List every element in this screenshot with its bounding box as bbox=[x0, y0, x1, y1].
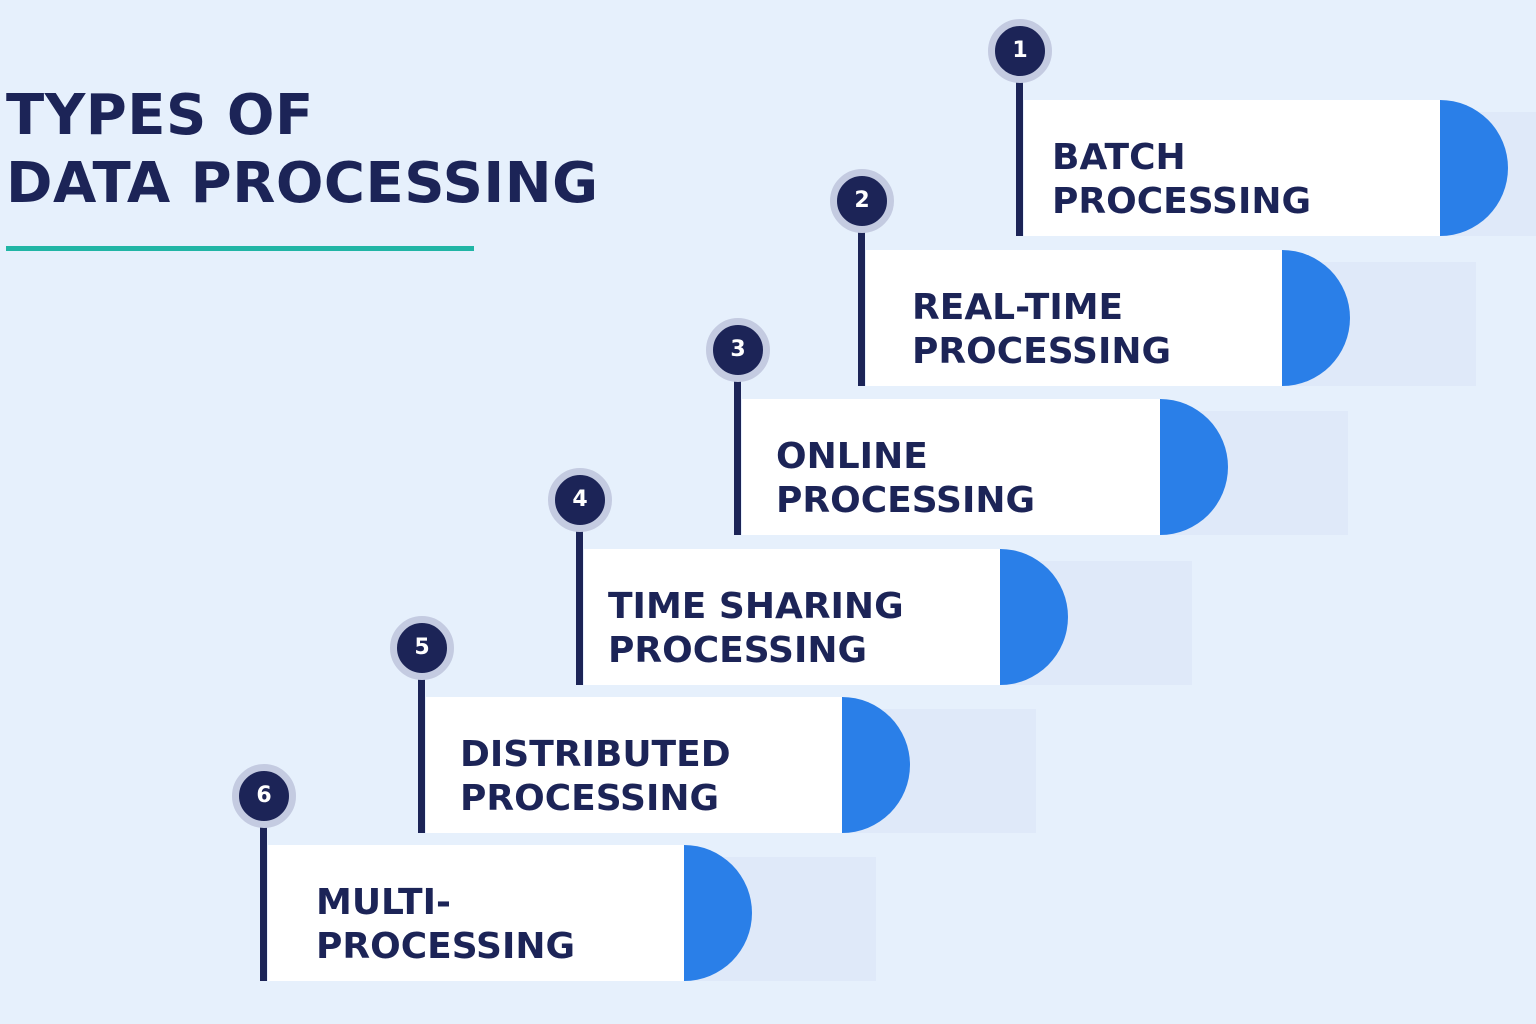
step-label: MULTI- PROCESSING bbox=[316, 881, 575, 969]
step-connector-line bbox=[260, 805, 267, 981]
step-number-badge: 5 bbox=[390, 616, 454, 680]
step-label-line-1: DISTRIBUTED bbox=[460, 734, 731, 775]
step-label: REAL-TIME PROCESSING bbox=[912, 286, 1171, 374]
step-label-line-2: PROCESSING bbox=[316, 926, 576, 967]
step-label-line-2: PROCESSING bbox=[1052, 181, 1312, 222]
step-connector-line bbox=[576, 509, 583, 685]
page-title-line-1: TYPES OF bbox=[6, 83, 314, 148]
step-number-badge: 2 bbox=[830, 169, 894, 233]
step-card bbox=[268, 845, 684, 981]
step-card bbox=[426, 697, 842, 833]
step-connector-line bbox=[734, 359, 741, 535]
step-label-line-2: PROCESSING bbox=[460, 778, 720, 819]
step-number-badge: 3 bbox=[706, 318, 770, 382]
step-label-line-1: TIME SHARING bbox=[608, 586, 904, 627]
step-label-line-2: PROCESSING bbox=[608, 630, 868, 671]
step-label-line-1: REAL-TIME bbox=[912, 287, 1124, 328]
page-title-line-2: DATA PROCESSING bbox=[6, 151, 599, 216]
step-connector-line bbox=[418, 657, 425, 833]
step-label-line-1: BATCH bbox=[1052, 137, 1186, 178]
step-connector-line bbox=[1016, 60, 1023, 236]
step-connector-line bbox=[858, 210, 865, 386]
step-label: ONLINE PROCESSING bbox=[776, 435, 1035, 523]
step-label: BATCH PROCESSING bbox=[1052, 136, 1311, 224]
title-underline bbox=[6, 246, 474, 251]
step-card bbox=[1024, 100, 1440, 236]
step-number-badge: 1 bbox=[988, 19, 1052, 83]
step-label-line-2: PROCESSING bbox=[912, 331, 1172, 372]
step-label-line-2: PROCESSING bbox=[776, 480, 1036, 521]
step-number-badge: 6 bbox=[232, 764, 296, 828]
step-card bbox=[584, 549, 1000, 685]
step-label: DISTRIBUTED PROCESSING bbox=[460, 733, 731, 821]
step-label-line-1: MULTI- bbox=[316, 882, 451, 923]
step-label-line-1: ONLINE bbox=[776, 436, 928, 477]
step-number-badge: 4 bbox=[548, 468, 612, 532]
step-label: TIME SHARING PROCESSING bbox=[608, 585, 904, 673]
step-card bbox=[742, 399, 1160, 535]
step-card bbox=[866, 250, 1282, 386]
page-title: TYPES OF DATA PROCESSING bbox=[6, 82, 599, 218]
